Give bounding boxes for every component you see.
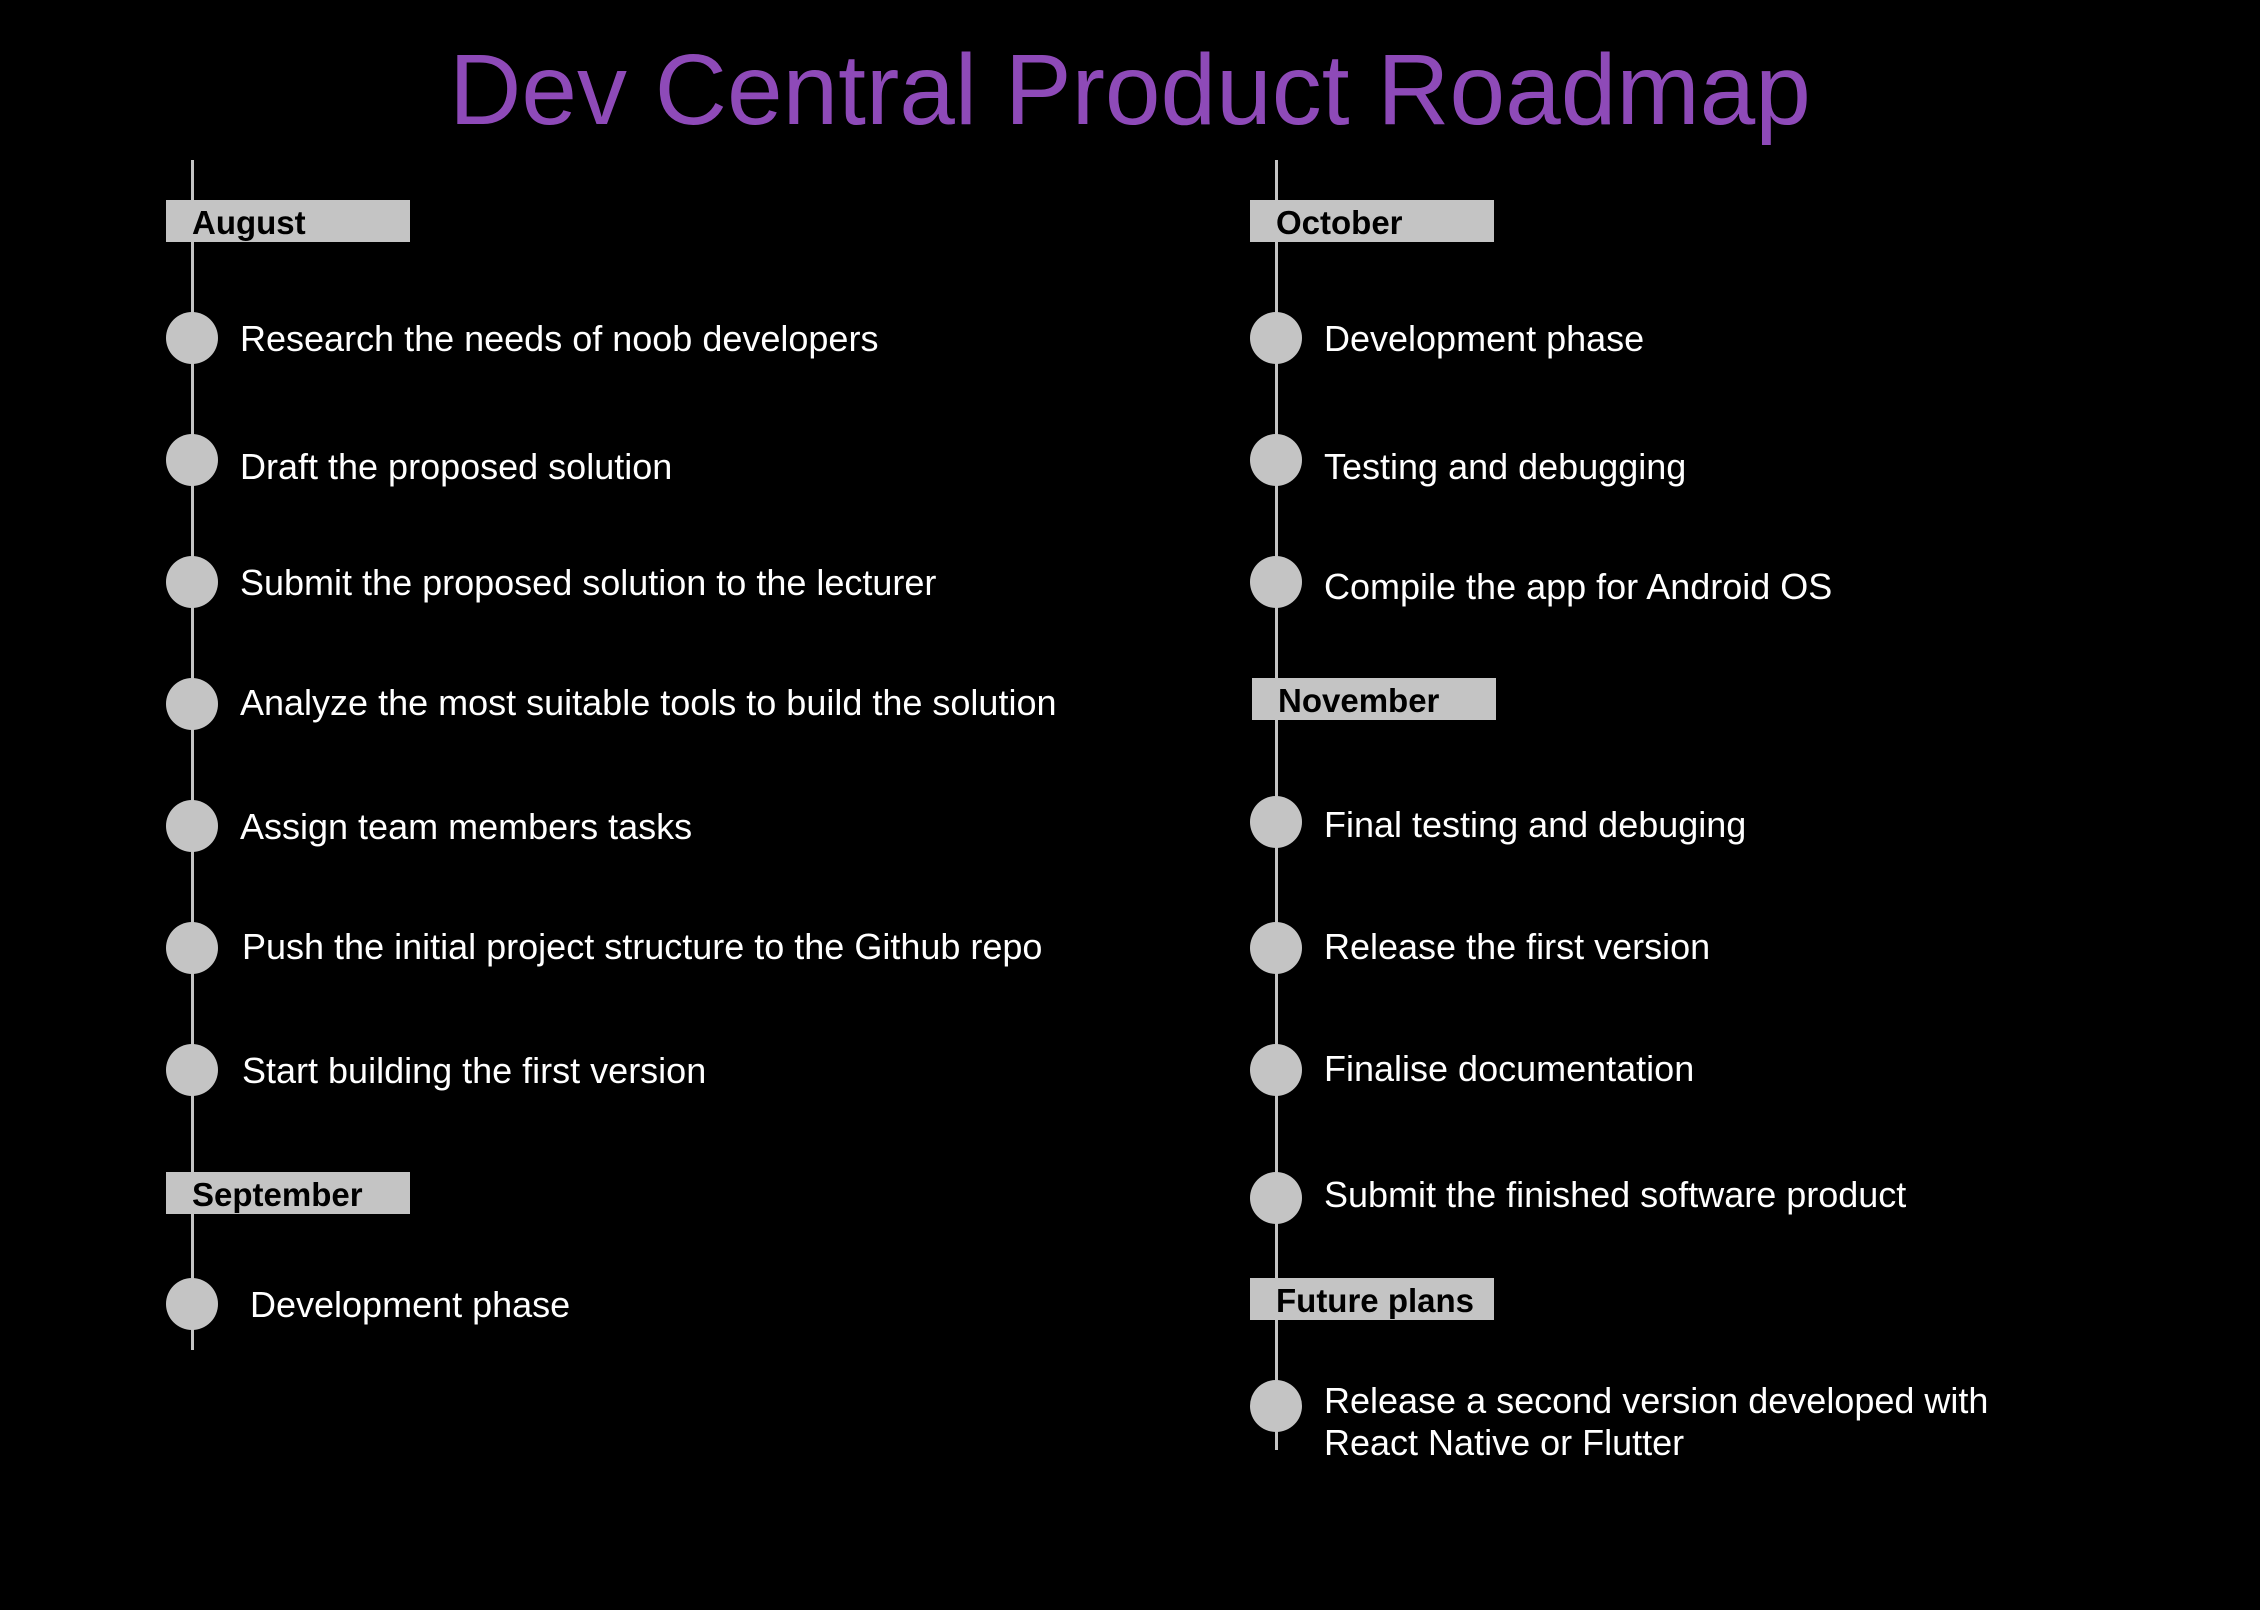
milestone-label: Start building the first version [242, 1050, 707, 1091]
milestone-label: Final testing and debuging [1324, 804, 1747, 845]
milestone-dot [166, 1044, 218, 1096]
milestone-label: Push the initial project structure to th… [242, 926, 1043, 967]
milestone-label: Assign team members tasks [240, 806, 693, 847]
milestone-dot [1250, 1172, 1302, 1224]
milestone-label: Testing and debugging [1324, 446, 1687, 487]
milestone-dot [1250, 556, 1302, 608]
milestone-dot [1250, 312, 1302, 364]
section-header-future-plans: Future plans [1250, 1278, 1494, 1320]
milestone-label: Development phase [1324, 318, 1645, 359]
milestone-label: Submit the proposed solution to the lect… [240, 562, 937, 603]
milestone-dot [1250, 796, 1302, 848]
milestone-dot [166, 678, 218, 730]
milestone-dot [1250, 922, 1302, 974]
milestone-label: Finalise documentation [1324, 1048, 1695, 1089]
milestone-label-line-1: Release a second version developed with [1324, 1380, 1989, 1421]
milestone-label-line-2: React Native or Flutter [1324, 1422, 1685, 1463]
milestone-label: Research the needs of noob developers [240, 318, 879, 359]
page-title: Dev Central Product Roadmap [449, 34, 1811, 146]
milestone-label: Compile the app for Android OS [1324, 566, 1833, 607]
milestone-dot [166, 922, 218, 974]
milestone-dot [166, 434, 218, 486]
milestone-label: Analyze the most suitable tools to build… [240, 682, 1057, 723]
month-header-august: August [166, 200, 410, 242]
milestone-dot [166, 556, 218, 608]
milestone-label: Release the first version [1324, 926, 1711, 967]
month-header-september: September [166, 1172, 410, 1214]
milestone-dot [166, 1278, 218, 1330]
milestone-label: Submit the finished software product [1324, 1174, 1907, 1215]
milestone-dot [1250, 1044, 1302, 1096]
month-header-november: November [1252, 678, 1496, 720]
timeline-line [191, 160, 194, 1350]
milestone-label: Development phase [250, 1284, 571, 1325]
milestone-label: Draft the proposed solution [240, 446, 673, 487]
month-header-october: October [1250, 200, 1494, 242]
milestone-dot [1250, 434, 1302, 486]
milestone-dot [1250, 1380, 1302, 1432]
milestone-dot [166, 800, 218, 852]
milestone-dot [166, 312, 218, 364]
